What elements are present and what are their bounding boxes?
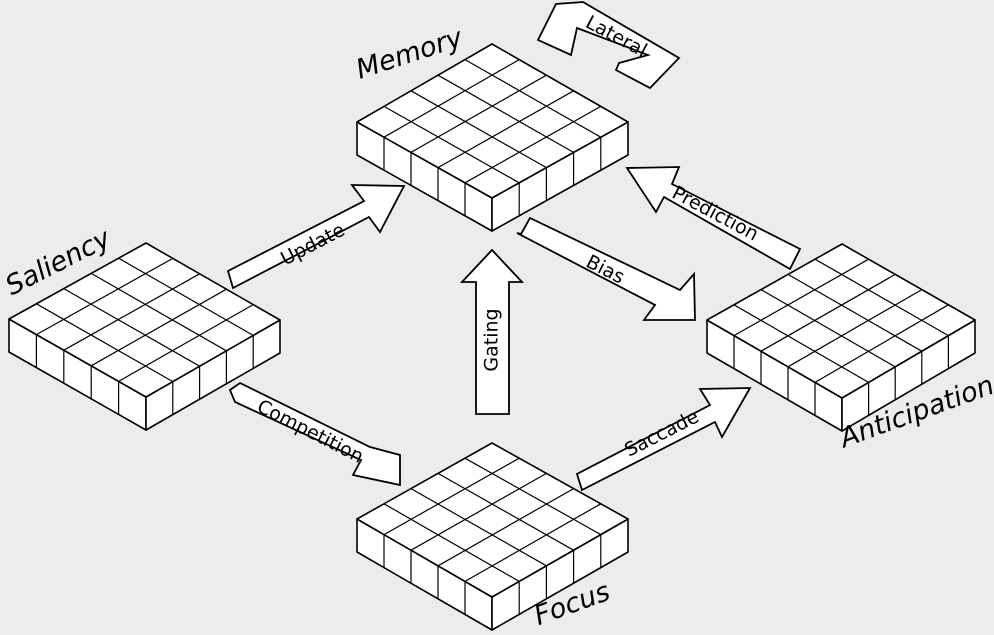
grid-line <box>760 273 896 352</box>
prediction-arrow: Prediction <box>625 166 802 271</box>
grid-line <box>63 273 200 351</box>
grid-line <box>437 488 574 567</box>
bias-arrow: Bias <box>516 216 696 321</box>
slab-top-face <box>8 242 281 398</box>
lateral-arrow: Lateral <box>536 1 681 90</box>
gating-arrow: Gating <box>459 248 525 415</box>
grid-line <box>63 288 200 367</box>
grid-line <box>383 457 520 536</box>
grid-line <box>437 472 574 551</box>
grid-line <box>383 503 520 582</box>
grid-line <box>410 472 547 551</box>
grid-line <box>733 258 869 337</box>
grid-line <box>36 303 174 383</box>
grid-line <box>383 105 520 184</box>
grid-line <box>760 289 896 368</box>
grid-line <box>814 304 949 383</box>
grid-line <box>118 304 254 382</box>
update-arrow: Update <box>226 184 406 290</box>
grid-line <box>787 273 923 352</box>
grid-line <box>437 74 574 153</box>
anticipation-grid <box>706 243 976 432</box>
saccade-arrow: Saccade <box>575 387 752 492</box>
grid-line <box>90 288 227 367</box>
lateral-label: Lateral <box>582 11 651 61</box>
slab-top-face <box>706 243 976 399</box>
grid-line <box>464 503 602 582</box>
gating-label: Gating <box>481 308 503 371</box>
competition-arrow: Competition <box>228 381 401 487</box>
grid-line <box>733 304 869 383</box>
grid-line <box>437 90 574 169</box>
grid-line <box>464 105 602 184</box>
grid-line <box>464 457 602 536</box>
grid-line <box>410 90 547 169</box>
grid-line <box>383 59 520 138</box>
grid-line <box>410 74 547 153</box>
slab-top-face <box>356 442 629 598</box>
grid-line <box>464 59 602 138</box>
grid-line <box>90 272 227 352</box>
saliency-grid <box>8 242 281 431</box>
focus-grid <box>356 442 629 631</box>
prediction-label: Prediction <box>668 182 762 246</box>
competition-label: Competition <box>253 395 367 467</box>
grid-line <box>36 257 174 336</box>
grid-line <box>787 289 923 368</box>
grid-line <box>410 488 547 567</box>
slab-top-face <box>356 43 629 199</box>
grid-line <box>118 257 254 336</box>
grid-line <box>814 258 949 337</box>
memory-grid <box>356 43 629 232</box>
